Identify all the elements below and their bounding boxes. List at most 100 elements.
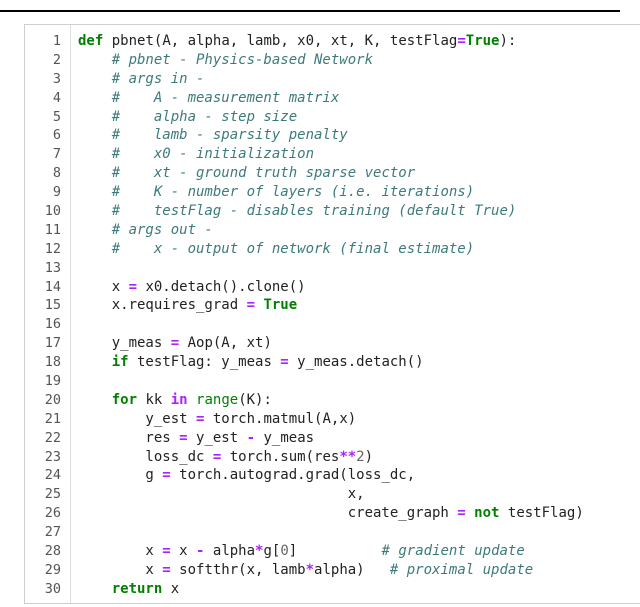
line-number: 21 [44,410,61,427]
code-token: if [111,354,129,371]
code-token: create_graph [78,505,458,522]
code-token: in [170,391,188,408]
code-token: - [196,543,205,560]
code-token: x, [78,486,365,503]
line-number: 8 [52,165,61,182]
code-token: # gradient update [381,543,525,560]
code-line: 21 y_est = torch.matmul(A,x) [25,410,640,429]
line-number: 29 [44,561,61,578]
line-number: 12 [44,240,61,257]
code-token: testFlag) [499,505,584,522]
code-token: (A, alpha, lamb, x0, xt, K, testFlag [153,33,458,49]
code-token: ) [364,448,374,465]
code-token: x [78,278,129,295]
code-token: kk [137,391,171,408]
code-token: def [78,33,104,49]
code-token [78,354,112,370]
code-token [78,203,112,219]
code-line: 12 # x - output of network (final estima… [25,240,640,259]
code-line: 2 # pbnet - Physics-based Network [25,51,640,70]
code-token [78,109,112,125]
code-token: # alpha - step size [111,108,298,125]
code-token: range [196,391,239,408]
code-token: # lamb - sparsity penalty [111,127,348,144]
code-text: x.requires_grad = True [78,296,297,315]
line-number: 7 [52,146,61,163]
code-line: 26 create_graph = not testFlag) [25,504,640,523]
line-number: 16 [44,316,61,333]
code-token: * [305,561,315,578]
code-token: x [78,543,163,560]
code-text: g = torch.autograd.grad(loss_dc, [78,466,415,485]
line-number: 15 [44,297,61,314]
code-token: g[ [263,543,281,560]
code-token [78,52,112,68]
code-token: True [465,33,500,49]
code-line: 14 x = x0.detach().clone() [25,278,640,297]
code-line: 30 return x [25,580,640,599]
code-token: # K - number of layers (i.e. iterations) [111,184,475,201]
code-token: = [280,354,289,371]
code-token: ** [339,448,357,465]
code-token: # x - output of network (final estimate) [111,240,475,257]
line-number: 17 [44,335,61,352]
line-number: 24 [44,467,61,484]
code-token: # proximal update [389,561,534,578]
code-text: if testFlag: y_meas = y_meas.detach() [78,353,424,372]
line-number: 13 [44,259,61,276]
code-token: # args out - [111,221,213,238]
code-text: # A - measurement matrix [78,89,340,108]
code-text: # K - number of layers (i.e. iterations) [78,183,474,202]
code-text: # xt - ground truth sparse vector [78,164,415,183]
code-line: 13 [25,259,640,278]
code-token: = [212,448,222,465]
code-token: alpha [204,543,256,560]
code-token: torch.matmul(A,x) [204,410,357,427]
top-rule [0,10,620,12]
code-text: x, [78,485,365,504]
code-text: y_est = torch.matmul(A,x) [78,410,356,429]
code-line: 8 # xt - ground truth sparse vector [25,164,640,183]
code-line: 17 y_meas = Aop(A, xt) [25,334,640,353]
code-token: = [457,33,466,49]
code-token: res [78,429,180,446]
code-token: x.requires_grad [78,297,247,314]
code-token [78,392,112,408]
code-token: x [162,580,180,597]
code-token: y_meas [255,429,315,446]
code-line: 7 # x0 - initialization [25,145,640,164]
code-token: - [246,429,256,446]
code-text: x = x0.detach().clone() [78,278,306,297]
code-token [78,165,112,181]
line-number: 3 [52,70,61,87]
line-number: 25 [44,486,61,503]
code-text: x = x - alpha*g[0] # gradient update [78,542,525,561]
code-line: 25 x, [25,485,640,504]
code-line: 15 x.requires_grad = True [25,296,640,315]
code-text: def pbnet(A, alpha, lamb, x0, xt, K, tes… [78,32,516,51]
code-line: 5 # alpha - step size [25,108,640,127]
code-token [78,241,112,257]
code-token: torch.sum(res [221,448,340,465]
line-number: 10 [44,203,61,220]
code-text: # x0 - initialization [78,145,314,164]
line-number: 4 [52,89,61,106]
code-line: 6 # lamb - sparsity penalty [25,126,640,145]
code-token: = [162,467,171,484]
code-token: torch.autograd.grad(loss_dc, [170,467,416,484]
code-token: # A - measurement matrix [111,89,340,106]
code-line: 19 [25,372,640,391]
code-token: softthr(x, lamb [170,561,306,578]
code-line: 29 x = softthr(x, lamb*alpha) # proximal… [25,561,640,580]
code-token: Aop(A, xt) [179,335,272,352]
code-text: return x [78,580,179,599]
code-line: 18 if testFlag: y_meas = y_meas.detach() [25,353,640,372]
code-token: # args in - [111,70,205,87]
code-text: # pbnet - Physics-based Network [78,51,373,70]
code-token: y_meas [78,335,171,352]
code-text: x = softthr(x, lamb*alpha) # proximal up… [78,561,533,580]
code-text: # args out - [78,221,213,240]
code-line: 11 # args out - [25,221,640,240]
code-token: (K): [238,391,272,408]
